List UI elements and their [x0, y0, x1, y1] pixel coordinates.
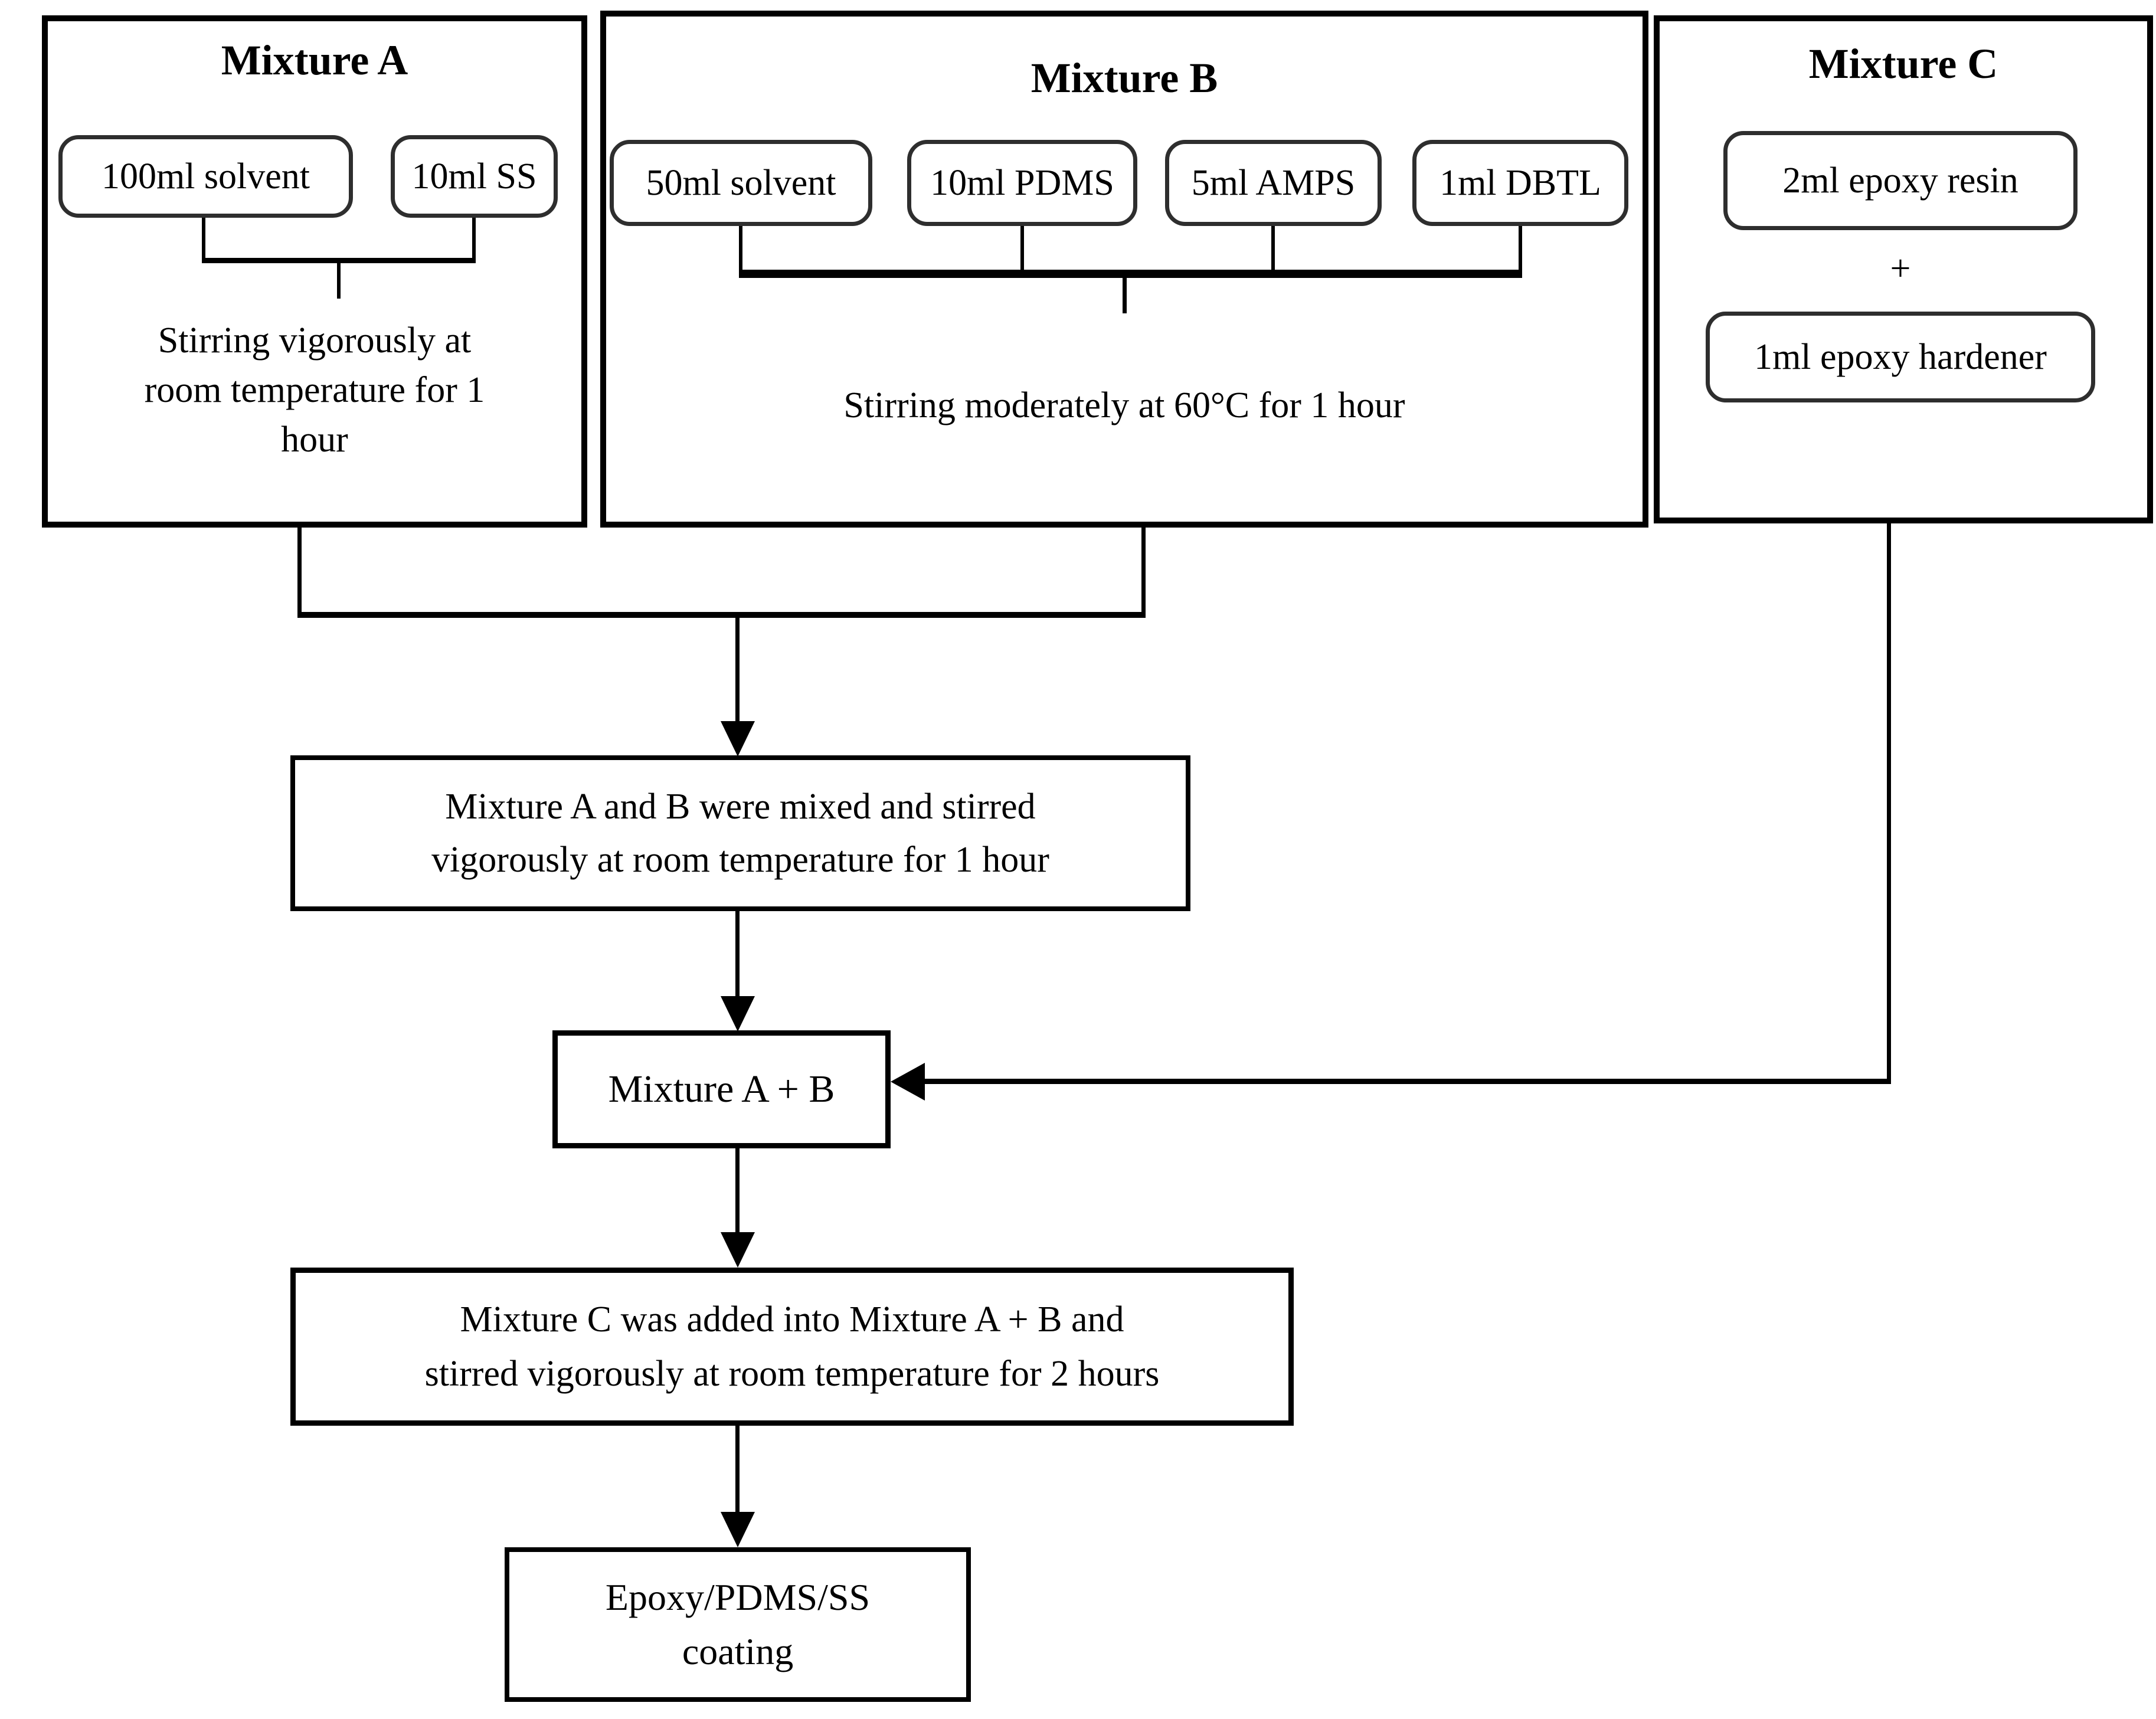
mixture-b-bracket-stub-2	[1020, 226, 1024, 270]
ingredient-5ml-amps: 5ml AMPS	[1165, 140, 1382, 226]
ab-bracket-right-line	[1141, 528, 1146, 612]
mixture-a-bracket-bar	[202, 258, 476, 263]
mixture-a-process-line2: room temperature for 1	[144, 370, 485, 410]
step-mix-ab-line1: Mixture A and B were mixed and stirred	[445, 787, 1036, 827]
arrow-to-node-ab-shaft	[735, 911, 740, 997]
step-add-c-line1: Mixture C was added into Mixture A + B a…	[460, 1299, 1124, 1340]
ingredient-50ml-solvent: 50ml solvent	[610, 140, 872, 226]
ingredient-2ml-epoxy-resin: 2ml epoxy resin	[1723, 131, 2078, 230]
mixture-c-panel	[1654, 15, 2153, 523]
arrow-to-add-c-head	[721, 1232, 755, 1268]
mixture-b-bracket-stub-4	[1519, 226, 1522, 270]
node-mixture-a-plus-b-label: Mixture A + B	[608, 1068, 835, 1111]
mixture-c-title: Mixture C	[1808, 40, 1998, 87]
mixture-b-bracket-stub-3	[1271, 226, 1275, 270]
node-mixture-a-plus-b-box: Mixture A + B	[552, 1030, 891, 1148]
final-coating-box: Epoxy/PDMS/SS coating	[505, 1547, 971, 1702]
ingredient-1ml-dbtl: 1ml DBTL	[1412, 140, 1628, 226]
ab-bracket-left-line	[297, 528, 302, 612]
mixture-b-bracket-stub-1	[739, 226, 742, 270]
mixture-a-panel	[42, 15, 587, 528]
mixture-a-bracket-left-stub	[202, 218, 205, 258]
mixture-b-panel	[600, 11, 1648, 528]
mixture-a-process-line3: hour	[281, 420, 348, 460]
mixture-b-bracket-center-stub	[1123, 278, 1127, 313]
step-add-c-line2: stirred vigorously at room temperature f…	[424, 1354, 1160, 1394]
step-add-c-box: Mixture C was added into Mixture A + B a…	[290, 1268, 1294, 1426]
ab-bracket-bar	[297, 612, 1146, 618]
ingredient-10ml-pdms: 10ml PDMS	[907, 140, 1137, 226]
mixture-b-bracket-bar	[739, 270, 1522, 278]
mixture-a-bracket-center-stub	[337, 263, 341, 299]
mixture-c-plus-sign: +	[1890, 248, 1911, 289]
step-mix-ab-line2: vigorously at room temperature for 1 hou…	[431, 840, 1049, 880]
arrow-to-add-c-shaft	[735, 1148, 740, 1233]
arrow-to-final-head	[721, 1512, 755, 1547]
mixture-a-process-line1: Stirring vigorously at	[158, 320, 472, 361]
final-coating-line2: coating	[682, 1630, 794, 1672]
arrow-to-mix-step-head	[721, 721, 755, 757]
ingredient-1ml-epoxy-hardener: 1ml epoxy hardener	[1706, 312, 2095, 402]
arrow-to-final-shaft	[735, 1426, 740, 1513]
mixture-b-title: Mixture B	[1030, 54, 1218, 101]
mixture-a-bracket-right-stub	[472, 218, 476, 258]
mixture-c-to-node-arrow-head	[891, 1063, 925, 1101]
mixture-a-process-text: Stirring vigorously at room temperature …	[54, 316, 575, 464]
ingredient-100ml-solvent: 100ml solvent	[58, 135, 353, 218]
final-coating-line1: Epoxy/PDMS/SS	[605, 1576, 871, 1618]
ingredient-10ml-ss: 10ml SS	[391, 135, 558, 218]
step-mix-ab-box: Mixture A and B were mixed and stirred v…	[290, 755, 1190, 911]
mixture-b-process-text: Stirring moderately at 60°C for 1 hour	[843, 385, 1405, 425]
mixture-a-title: Mixture A	[221, 37, 408, 84]
mixture-c-to-node-line	[922, 1079, 1891, 1084]
arrow-to-node-ab-head	[721, 996, 755, 1032]
mixture-c-drop-line	[1887, 522, 1891, 1081]
arrow-to-mix-step-shaft	[735, 618, 740, 723]
